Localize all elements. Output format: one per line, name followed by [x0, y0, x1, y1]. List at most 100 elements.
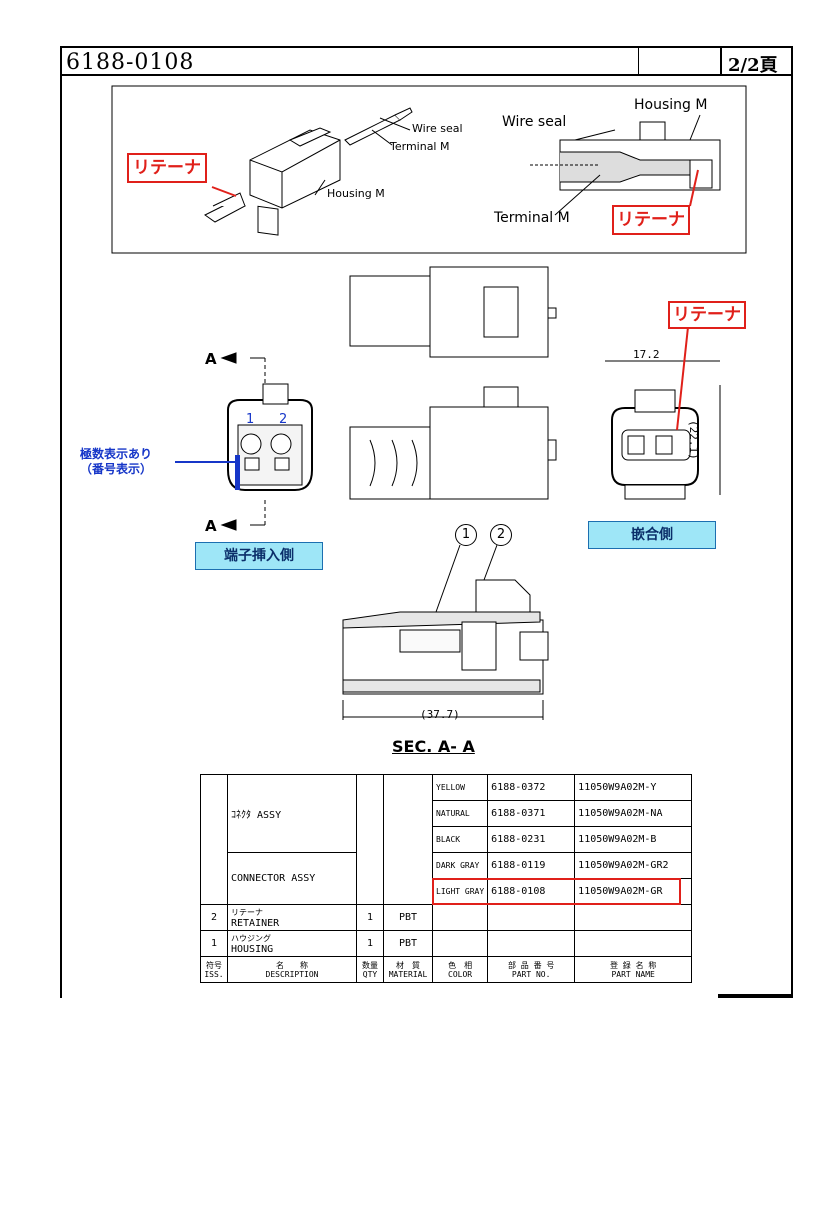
housing-m-label-small: Housing M	[327, 187, 385, 200]
color-cell: YELLOW	[431, 774, 489, 801]
part-no-cell: 6188-0231	[487, 826, 576, 853]
header-desc-jp: 名 称	[276, 960, 308, 970]
header-desc-en: DESCRIPTION	[265, 969, 319, 979]
material-cell: PBT	[383, 904, 433, 931]
side-view	[349, 386, 557, 500]
insertion-side-view	[175, 352, 313, 531]
dimension-height: (22.1)	[687, 420, 700, 460]
dimension-width: 17.2	[633, 348, 660, 361]
qty-cell: 1	[356, 930, 384, 957]
parts-table: ｺﾈｸﾀ ASSY YELLOW 6188-0372 11050W9A02M-Y…	[200, 774, 693, 983]
header-iss-en: ISS.	[204, 969, 224, 979]
part-no-cell: 6188-0371	[487, 800, 576, 827]
housing-isometric	[249, 127, 341, 236]
iss-blank-cell	[200, 774, 228, 905]
insertion-side-label: 端子挿入側	[195, 542, 323, 570]
highlighted-variant-row	[432, 878, 681, 905]
dimension-length: (37.7)	[420, 708, 460, 721]
part-name-cell: 11050W9A02M-NA	[574, 800, 693, 827]
name-jp: リテーナ	[231, 907, 263, 917]
frame-left	[60, 76, 62, 998]
mating-side-label: 嵌合側	[588, 521, 716, 549]
name-en: RETAINER	[231, 917, 280, 929]
item-2-balloon: 2	[490, 524, 512, 546]
assy-en-cell: CONNECTOR ASSY	[227, 852, 357, 905]
header-qty-en: QTY	[362, 969, 378, 979]
header-partname-jp: 登 録 名 称	[609, 960, 657, 970]
terminal-m-label-small: Terminal M	[390, 140, 450, 153]
part-name-blank	[574, 904, 693, 931]
header-partname-en: PART NAME	[611, 969, 655, 979]
frame-bottom-mark	[718, 994, 793, 998]
mating-side-view	[605, 326, 721, 500]
iss-cell: 1	[200, 930, 228, 957]
header-color-jp: 色 相	[448, 960, 473, 970]
part-no-cell: 6188-0372	[487, 774, 576, 801]
header-partno-jp: 部 品 番 号	[507, 960, 555, 970]
terminal-m-label-large: Terminal M	[494, 210, 570, 226]
header-iss-jp: 符号	[206, 960, 222, 970]
page-cell	[720, 48, 793, 74]
qty-cell: 1	[356, 904, 384, 931]
retainer-isometric	[204, 186, 247, 223]
page-number: 2/2頁	[728, 55, 778, 76]
section-mark-top: A	[205, 350, 217, 368]
housing-section-view	[530, 114, 721, 216]
color-blank	[431, 930, 489, 957]
pin-note-line2: （番号表示）	[80, 462, 153, 476]
name-en: HOUSING	[231, 943, 274, 955]
assy-jp-cell: ｺﾈｸﾀ ASSY	[227, 774, 357, 853]
pin-2-label: 2	[279, 412, 288, 427]
retainer-label-right: リテーナ	[612, 205, 690, 235]
exploded-view-frame	[111, 85, 747, 254]
pin-number-note: 極数表示あり （番号表示）	[80, 447, 152, 477]
part-no-blank	[487, 930, 576, 957]
retainer-label-left: リテーナ	[127, 153, 207, 183]
part-no-cell: 6188-0119	[487, 852, 576, 879]
top-view	[349, 266, 557, 358]
iss-cell: 2	[200, 904, 228, 931]
frame-right	[791, 76, 793, 998]
header-color-en: COLOR	[448, 969, 473, 979]
color-cell: NATURAL	[431, 800, 489, 827]
section-mark-bottom: A	[205, 517, 217, 535]
wire-seal-label-large: Wire seal	[502, 114, 567, 130]
title-block: 6188-0108 2/2頁	[60, 46, 793, 76]
part-no-blank	[487, 904, 576, 931]
doc-number: 6188-0108	[66, 50, 195, 75]
housing-m-label-large: Housing M	[634, 97, 708, 113]
wire-seal-label-small: Wire seal	[412, 122, 463, 135]
section-a-a-view	[342, 544, 549, 720]
qty-blank-cell	[356, 774, 384, 905]
part-name-cell: 11050W9A02M-Y	[574, 774, 693, 801]
header-qty-jp: 数量	[362, 960, 378, 970]
title-blank-cell	[638, 48, 719, 74]
section-title: SEC. A- A	[392, 737, 475, 756]
part-name-cell: 11050W9A02M-GR2	[574, 852, 693, 879]
terminal-isometric	[314, 107, 413, 196]
name-jp: ハウジング	[231, 933, 271, 943]
color-cell: BLACK	[431, 826, 489, 853]
material-blank-cell	[383, 774, 433, 905]
header-mat-jp: 材 質	[396, 960, 420, 970]
material-cell: PBT	[383, 930, 433, 957]
item-1-balloon: 1	[455, 524, 477, 546]
retainer-callout: リテーナ	[668, 301, 746, 329]
header-mat-en: MATERIAL	[388, 969, 428, 979]
part-name-blank	[574, 930, 693, 957]
part-name-cell: 11050W9A02M-B	[574, 826, 693, 853]
pin-note-line1: 極数表示あり	[80, 447, 153, 461]
header-partno-en: PART NO.	[511, 969, 551, 979]
color-cell: DARK GRAY	[431, 852, 489, 879]
pin-1-label: 1	[246, 412, 255, 427]
